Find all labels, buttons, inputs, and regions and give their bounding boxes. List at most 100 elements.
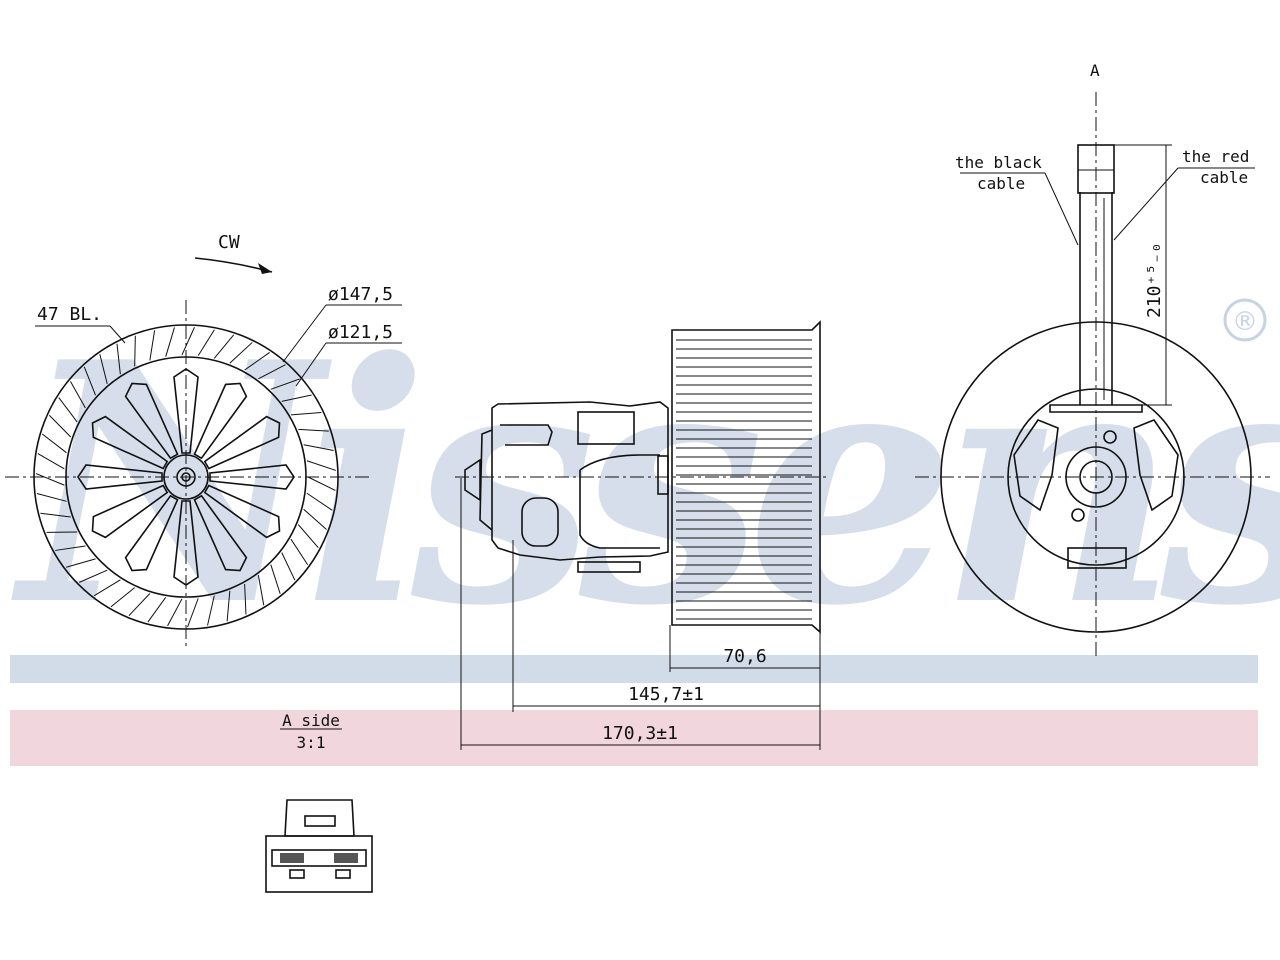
fan-blade (213, 334, 235, 359)
black-cable-label-1: the black (955, 153, 1042, 172)
connector-pin-1 (280, 853, 304, 863)
hub-spoke (173, 368, 199, 454)
fan-blade (270, 564, 281, 594)
fan-blade (116, 343, 121, 375)
hub-spoke (91, 415, 169, 470)
fan-blade (147, 597, 167, 623)
fan-blade (307, 476, 336, 491)
connector-pin-2 (334, 853, 358, 863)
fan-blade (93, 579, 121, 597)
rear-screw-top (1103, 430, 1117, 444)
inner-diameter-label: ø121,5 (328, 322, 393, 343)
registered-mark: ® (1232, 307, 1258, 337)
connector-latch (284, 799, 355, 837)
shaft-end (464, 458, 481, 502)
cable-plug (1077, 144, 1115, 194)
connector-key-1 (289, 869, 305, 879)
rear-screw-bottom (1071, 508, 1085, 522)
fan-blade (298, 428, 329, 432)
fan-blade (258, 364, 286, 380)
inner-ring (65, 356, 307, 598)
fan-blade (270, 378, 300, 390)
fan-blade (37, 453, 65, 470)
fan-blade (290, 538, 309, 566)
fan-blade (229, 342, 253, 364)
housing-foot (577, 561, 641, 573)
fan-blade (128, 593, 151, 617)
fan-blade (41, 433, 67, 454)
rear-connector (1067, 547, 1127, 569)
connector-key-2 (335, 869, 351, 879)
fan-blade (134, 335, 136, 367)
fan-blade (290, 411, 322, 416)
hub-spoke (173, 500, 199, 586)
fan-blade (207, 595, 215, 626)
red-cable-label-2: cable (1200, 168, 1248, 187)
rear-outer-ring (940, 321, 1252, 633)
motor-boss (1065, 446, 1127, 508)
hub-center (181, 472, 191, 482)
fan-blade (66, 558, 96, 568)
registered-mark-circle (1223, 298, 1267, 342)
rotation-label: CW (218, 232, 240, 253)
connector-latch-slot (304, 815, 336, 827)
fan-blade (48, 414, 72, 438)
cable-length-label: 210⁺⁵₋₀ (1144, 242, 1165, 318)
fan-blade (165, 327, 175, 357)
watermark-band (10, 655, 1258, 683)
black-cable-label-2: cable (977, 174, 1025, 193)
hub-spoke (203, 484, 281, 539)
housing-clip (657, 455, 669, 495)
motor-housing (491, 401, 669, 561)
fan-blades (35, 327, 337, 628)
fan-blade (303, 508, 327, 530)
outer-dia-leader (282, 304, 327, 363)
fan-blade (110, 587, 135, 608)
fan-blade (303, 444, 334, 452)
connector-title: A side (282, 711, 340, 730)
fan-blade (306, 460, 337, 471)
hub-spoke (193, 382, 248, 460)
hub-outer (163, 454, 209, 500)
housing-flange (479, 429, 493, 531)
fan-blade (55, 545, 86, 551)
housing-contour (579, 454, 660, 549)
fan-blade (149, 330, 156, 361)
fan-blade (197, 329, 215, 356)
hub-spoke (209, 464, 295, 490)
housing-oval-port (521, 497, 559, 547)
hub-bore (176, 467, 196, 487)
hub-spoke (203, 415, 281, 470)
outer-diameter-label: ø147,5 (328, 284, 393, 305)
connector-detail: A side 3:1 (265, 711, 373, 893)
brand-watermark: Nissens (10, 290, 1280, 678)
fan-blade (70, 381, 86, 409)
connector-pin-row (271, 849, 367, 867)
fan-blade (40, 512, 71, 518)
housing-rib (500, 424, 553, 446)
connector-scale: 3:1 (297, 733, 326, 752)
red-cable-leader (1113, 167, 1179, 241)
fan-blade (306, 492, 333, 511)
fan-blade (244, 583, 247, 615)
side-view: 70,6 145,7±1 170,3±1 (455, 320, 830, 750)
motor-flange (1007, 388, 1185, 566)
hub-spokes (77, 368, 295, 586)
hub-spoke (193, 494, 248, 572)
fan-blade (257, 575, 265, 606)
housing-window (577, 411, 635, 445)
fan-blade (58, 397, 78, 423)
front-view: CW 47 BL. ø147,5 ø121,5 (5, 232, 402, 650)
motor-bore (1079, 460, 1113, 494)
dim-mid-length: 145,7±1 (628, 684, 704, 705)
fan-blade (226, 590, 231, 622)
fan-blade (181, 327, 195, 356)
fan-blade (281, 552, 296, 581)
dim-wheel-width: 70,6 (723, 646, 766, 667)
dim-total-length: 170,3±1 (602, 723, 678, 744)
fan-blade (281, 394, 312, 402)
hub-spoke (124, 494, 179, 572)
black-cable-leader (1044, 172, 1079, 246)
fan-blade (79, 569, 108, 583)
